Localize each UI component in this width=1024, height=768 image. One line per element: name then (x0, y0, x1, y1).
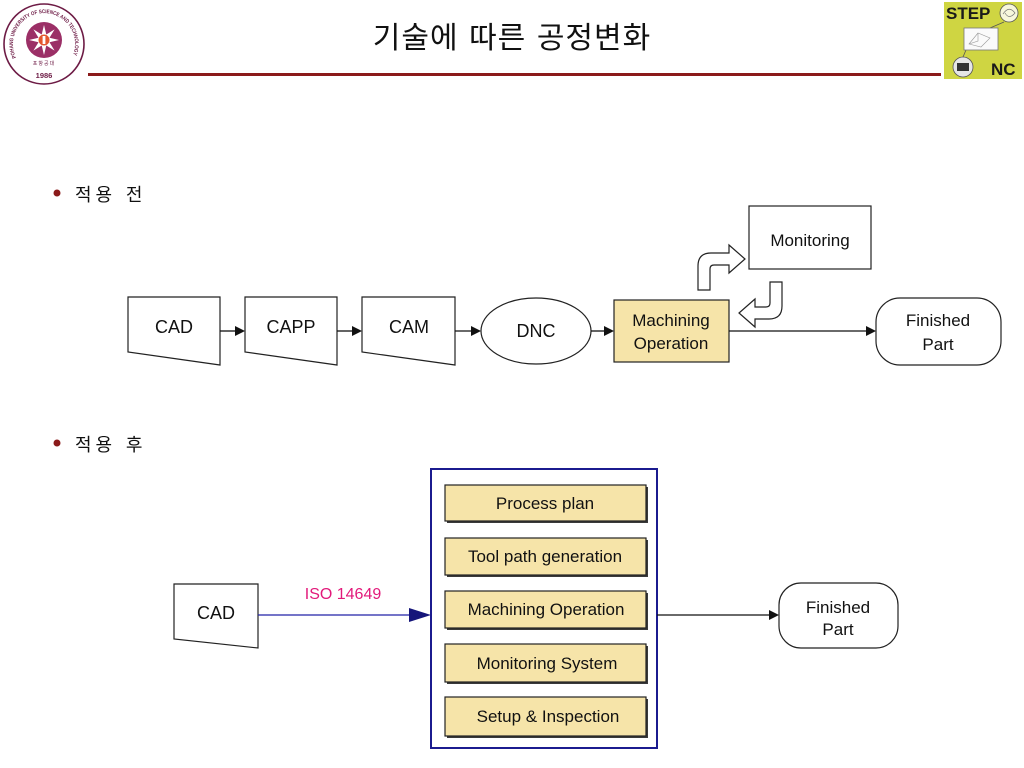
step-nc-logo: STEP NC (944, 2, 1022, 79)
module-box (444, 484, 647, 522)
step-nc-bottom-text: NC (991, 60, 1016, 79)
arrowhead (235, 326, 245, 336)
bullet-before: 적용 전 (75, 185, 146, 206)
step-nc-part-sketch (1002, 8, 1016, 17)
after-diagram: CAD ISO 14649 Process plan Tool path gen… (173, 468, 899, 749)
logo-year: 1986 (36, 71, 53, 80)
bullet-dot (53, 189, 61, 197)
page-title: 기술에 따른 공정변화 (373, 21, 651, 56)
capp-node (244, 296, 338, 366)
finished-label-line2: Part (822, 620, 853, 639)
dnc-label: DNC (517, 321, 556, 341)
module-label: Tool path generation (468, 547, 622, 566)
step-nc-connector (989, 21, 1005, 29)
before-diagram: CAD CAPP CAM DNC Machining Operation Mon… (127, 205, 1002, 366)
step-nc-machine-body (957, 63, 969, 71)
logo-center-stroke (42, 36, 46, 44)
module-label: Process plan (496, 494, 594, 513)
bent-arrow-up-icon (697, 243, 746, 291)
cad-node (127, 296, 221, 366)
cad-label: CAD (155, 317, 193, 337)
arrowhead (471, 326, 481, 336)
module-box (444, 696, 647, 737)
module-list: Process plan Tool path generation Machin… (444, 484, 648, 738)
finished-label-line2: Part (922, 335, 953, 354)
step-nc-connector (962, 49, 967, 58)
cam-label: CAM (389, 317, 429, 337)
finished-part-node (875, 297, 1002, 366)
cam-node (361, 296, 456, 366)
finished-label-line1: Finished (806, 598, 870, 617)
step-nc-data-icon (963, 27, 999, 51)
monitoring-node (748, 205, 872, 270)
bullet-after: 적용 후 (75, 435, 146, 456)
bent-arrow-back-icon (738, 281, 783, 329)
arrowhead (604, 326, 614, 336)
arrowhead (866, 326, 876, 336)
machining-node (613, 299, 730, 363)
finished-label-line1: Finished (906, 311, 970, 330)
capp-label: CAPP (266, 317, 315, 337)
machining-label-line2: Operation (634, 334, 709, 353)
iso-link-arrowhead (409, 608, 431, 622)
arrowhead (769, 610, 779, 620)
module-label: Setup & Inspection (477, 707, 620, 726)
module-box (444, 537, 647, 576)
module-label: Monitoring System (477, 654, 618, 673)
step-nc-top-text: STEP (946, 4, 990, 23)
logo-korean-name: 포항공대 (33, 60, 55, 67)
iso-link-label: ISO 14649 (305, 586, 382, 603)
bullet-dot (53, 439, 61, 447)
title-rule (88, 73, 941, 76)
step-nc-data-sketch (968, 32, 991, 48)
monitoring-label: Monitoring (770, 231, 849, 250)
postech-logo: POHANG UNIVERSITY OF SCIENCE AND TECHNOL… (3, 3, 85, 85)
cad-node (173, 583, 259, 649)
step-nc-part-icon (999, 3, 1019, 23)
module-box (444, 590, 647, 629)
cad-label: CAD (197, 603, 235, 623)
arrowhead (352, 326, 362, 336)
module-box (444, 643, 647, 683)
finished-part-node (778, 582, 899, 649)
machining-label-line1: Machining (632, 311, 710, 330)
module-label: Machining Operation (468, 600, 625, 619)
